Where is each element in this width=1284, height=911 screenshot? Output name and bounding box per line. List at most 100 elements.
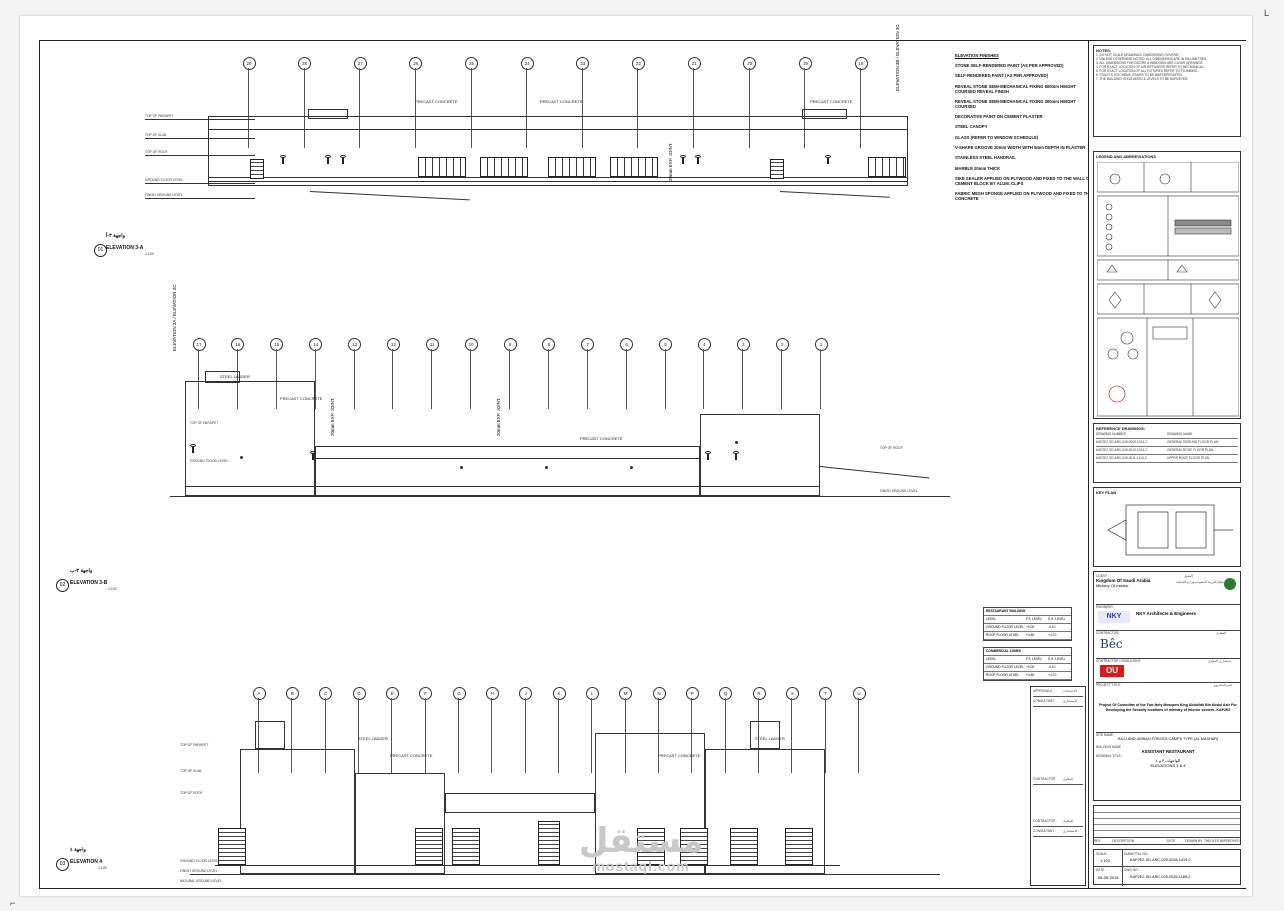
level-line xyxy=(145,138,255,139)
engineer-label: ENGINEER : xyxy=(1096,605,1115,609)
level-label: TOP OF ROOF xyxy=(145,150,168,154)
title-block: NOTES: 1. DO NOT SCALE DRAWINGS. DIMENSI… xyxy=(1088,41,1246,888)
approval-label-ar: المقاول xyxy=(1063,777,1074,781)
reference-cell: UPPER ROOF FLOOR PLAN xyxy=(1167,456,1210,460)
level-label: FINISH GROUND LEVEL xyxy=(145,193,183,197)
grid-bubble: 5 xyxy=(659,338,672,351)
grid-bubble: 24 xyxy=(520,57,534,70)
wall-lamp xyxy=(325,155,331,164)
elevation-number: 01 xyxy=(94,244,107,257)
divider xyxy=(1094,866,1240,867)
level-label: GROUND FLOOR LEVEL xyxy=(190,459,229,463)
expansion-joint-tag: 20mm EXP. JOINT xyxy=(496,398,501,436)
level-label: TOP OF PARAPET xyxy=(145,114,174,118)
note-line: 2. UNLESS OTHERWISE NOTED, ALL DIMENSION… xyxy=(1096,57,1208,61)
approval-label-en: CONSULTANT xyxy=(1033,699,1055,703)
revision-header-cell: DATE xyxy=(1167,839,1176,843)
finish-item: DECORATIVE PAINT ON CEMENT PLASTER xyxy=(955,113,1109,122)
revision-header-cell: DRAWN BY xyxy=(1185,839,1203,843)
scale-value: 1:100 xyxy=(1100,858,1111,863)
grid-bubble: 27 xyxy=(353,57,367,70)
ramp xyxy=(309,191,470,201)
reference-heading: REFERENCE DRAWINGS: xyxy=(1096,426,1146,431)
reference-cell: KAP2E2-SD-ARC-025-0010-1414-2 xyxy=(1096,448,1147,452)
revision-row xyxy=(1094,818,1240,819)
level-label: GROUND FLOOR LEVEL xyxy=(180,859,219,863)
callout: STEEL LADDER xyxy=(358,736,388,741)
grid-bubble: 16 xyxy=(231,338,245,351)
callout: PRECAST CONCRETE xyxy=(540,99,583,104)
notes-heading: NOTES: xyxy=(1096,48,1112,53)
fixture xyxy=(240,456,243,459)
wall-lamp xyxy=(825,155,831,164)
grid-bubble: 14 xyxy=(309,338,323,351)
project-info-section: CLIENT : Kingdom Of Saudi Arabia Ministr… xyxy=(1093,571,1241,801)
finish-item: REVEAL STONE SEMI-MECHANICAL FIXING 300m… xyxy=(955,97,1109,109)
table-cell: LEVEL xyxy=(986,617,997,621)
roof-element xyxy=(802,109,847,119)
client-subname: Ministry Of Interior xyxy=(1096,583,1129,588)
grid-bubble: 15 xyxy=(270,338,284,351)
table-row: ROOF FLOOR LEVEL+4.80+4.70 xyxy=(984,632,1071,640)
submittal-label: SUBMITTAL NO.: xyxy=(1124,852,1149,856)
grid-bubble: R xyxy=(752,687,766,700)
drawing-title-label: DRAWING TITLE : xyxy=(1096,754,1123,758)
client-label-ar: العميل xyxy=(1184,574,1193,578)
grid-line xyxy=(858,698,859,773)
grid-bubble: L xyxy=(585,687,599,700)
callout: PRECAST CONCRETE xyxy=(415,99,458,104)
elevation-side-tag: ELEVATION 3A / ELEVATION 3C xyxy=(172,284,177,351)
ministry-emblem-icon xyxy=(1224,578,1236,590)
door xyxy=(680,828,708,865)
level-label: FINISH GROUND LEVEL xyxy=(180,869,218,873)
grid-line xyxy=(359,68,361,148)
grid-bubble: 10 xyxy=(464,338,478,351)
grid-line xyxy=(581,68,583,148)
table-cell: GROUND FLOOR LEVEL xyxy=(986,625,1025,629)
contractor-consultant-label-ar: استشاري المقاول xyxy=(1208,659,1232,663)
level-label: NATURAL GROUND LEVEL xyxy=(180,879,222,883)
table-cell: +4.80 xyxy=(1026,633,1035,637)
grid-line xyxy=(860,68,861,148)
elevation-number: 02 xyxy=(56,579,69,592)
note-line: 3. ALL DIMENSIONS FOR DOORS & WINDOWS AR… xyxy=(1096,61,1204,65)
wall-lamp xyxy=(310,451,316,460)
note-line: 4. FOR EXACT LOCATION OF AIR DIFFUSERS R… xyxy=(1096,65,1205,69)
table-row: GROUND FLOOR LEVEL+0.00-0.10 xyxy=(984,664,1071,672)
grid-bubble: 23 xyxy=(576,57,590,70)
elevation-title-ar: واجهة ٣-ب xyxy=(70,568,93,574)
grid-line xyxy=(824,698,826,773)
elevation-title: ELEVATION 3-B xyxy=(70,580,108,586)
approval-label-ar: الاستشاري xyxy=(1063,699,1078,703)
building-block xyxy=(355,773,445,874)
grid-line xyxy=(748,68,750,148)
grid-bubble: 4 xyxy=(697,338,711,351)
note-line: 6. TOILETS, KITCHENS, STAIRS TO BE WATER… xyxy=(1096,73,1183,77)
fixture xyxy=(735,441,738,444)
grid-bubble: 3 xyxy=(736,338,750,351)
grid-line xyxy=(470,68,472,148)
scale-label: SCALE: xyxy=(1096,852,1108,856)
grid-line xyxy=(637,68,639,148)
grid-line xyxy=(586,349,588,409)
grid-bubble: 7 xyxy=(581,338,595,351)
finish-item: SELF-RENDERED PAINT (AS PER APPROVED) xyxy=(955,72,1109,81)
grid-bubble: 12 xyxy=(386,338,400,351)
callout: STEEL LADDER xyxy=(220,374,250,379)
grid-line xyxy=(509,349,510,409)
client-name-ar: المملكة العربية السعودية وزارة الداخلية xyxy=(1176,580,1228,584)
grid-bubble: E xyxy=(385,687,399,700)
ramp xyxy=(779,191,890,198)
building-name: ASSISTANT RESTAURANT xyxy=(1141,749,1195,754)
ground-line xyxy=(170,496,950,497)
reference-cell: GENERAL ROOF FLOOR PLAN xyxy=(1167,448,1214,452)
project-label: PROJECT TITLE : xyxy=(1096,683,1123,687)
